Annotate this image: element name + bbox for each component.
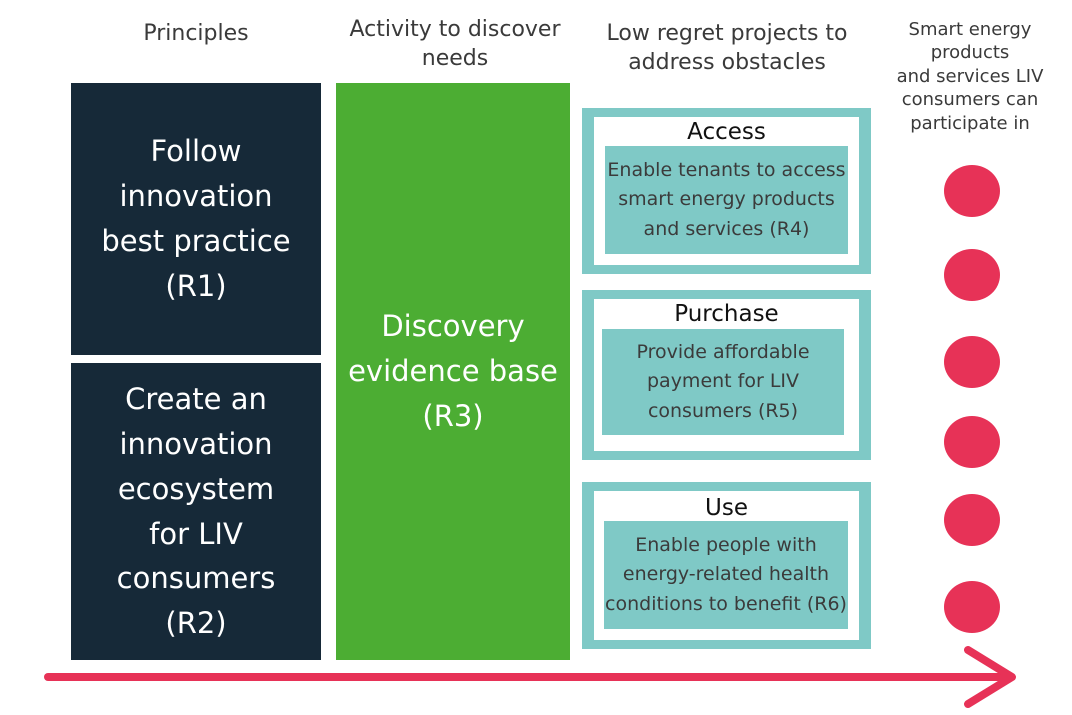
project-text-purchase: Provide affordable payment for LIV consu… — [636, 340, 810, 422]
header-products: Smart energy products and services LIV c… — [896, 19, 1044, 134]
project-frame-use: Use Enable people with energy-related he… — [594, 491, 859, 640]
product-dot-1 — [944, 165, 1000, 217]
arrow-head — [964, 646, 1016, 708]
project-heading-purchase: Purchase — [674, 301, 779, 327]
product-dot-5 — [944, 494, 1000, 546]
project-panel-purchase: Provide affordable payment for LIV consu… — [602, 329, 844, 435]
project-box-access: Access Enable tenants to access smart en… — [582, 108, 871, 274]
project-panel-use: Enable people with energy-related health… — [604, 521, 848, 629]
project-text-use: Enable people with energy-related health… — [605, 533, 847, 615]
activity-text-r3: Discovery evidence base (R3) — [348, 309, 558, 433]
product-dot-3 — [944, 336, 1000, 388]
project-heading-use: Use — [705, 495, 748, 521]
project-box-purchase: Purchase Provide affordable payment for … — [582, 290, 871, 460]
header-activity: Activity to discover needs — [349, 17, 561, 71]
project-frame-access: Access Enable tenants to access smart en… — [594, 117, 859, 265]
project-frame-purchase: Purchase Provide affordable payment for … — [594, 299, 859, 451]
activity-box-r3: Discovery evidence base (R3) — [336, 83, 570, 660]
product-dot-2 — [944, 249, 1000, 301]
product-dot-6 — [944, 581, 1000, 633]
project-box-use: Use Enable people with energy-related he… — [582, 482, 871, 649]
principle-text-r1: Follow innovation best practice (R1) — [101, 134, 291, 303]
header-principles: Principles — [143, 21, 249, 46]
principle-text-r2: Create an innovation ecosystem for LIV c… — [116, 381, 276, 641]
header-projects: Low regret projects to address obstacles — [606, 21, 848, 75]
principle-box-r1: Follow innovation best practice (R1) — [71, 83, 321, 355]
project-panel-access: Enable tenants to access smart energy pr… — [605, 146, 848, 254]
principle-box-r2: Create an innovation ecosystem for LIV c… — [71, 363, 321, 660]
project-text-access: Enable tenants to access smart energy pr… — [607, 158, 846, 240]
product-dot-4 — [944, 416, 1000, 468]
project-heading-access: Access — [687, 119, 766, 145]
